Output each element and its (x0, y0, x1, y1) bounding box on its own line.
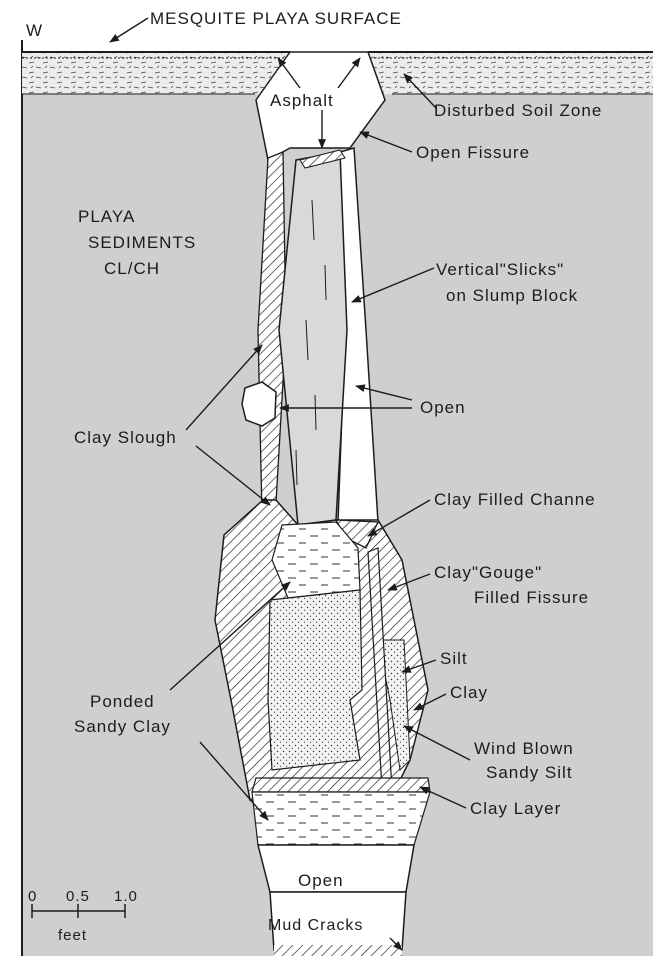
direction-label: W (26, 21, 43, 40)
label-clay-slough: Clay Slough (74, 428, 177, 447)
sediments-line3: CL/CH (104, 259, 160, 278)
surface-title: MESQUITE PLAYA SURFACE (150, 9, 402, 28)
scale-label-0: 0 (28, 888, 37, 905)
label-disturbed-soil: Disturbed Soil Zone (434, 101, 602, 120)
label-vertical-slicks-1: Vertical"Slicks" (436, 260, 564, 279)
wind-blown-sandy-silt (268, 590, 362, 770)
label-open-fissure: Open Fissure (416, 143, 530, 162)
ponded-sandy-clay-lower (252, 792, 430, 845)
label-clay-filled-channel: Clay Filled Channe (434, 490, 596, 509)
label-open: Open (420, 398, 466, 417)
sediments-line2: SEDIMENTS (88, 233, 196, 252)
open-pocket (242, 382, 276, 426)
label-wind-blown-2: Sandy Silt (486, 763, 573, 782)
label-clay-gouge-2: Filled Fissure (474, 588, 589, 607)
scale-label-05: 0.5 (66, 888, 90, 905)
label-open-bottom: Open (298, 871, 344, 890)
scale-unit: feet (58, 927, 87, 944)
label-ponded-1: Ponded (90, 692, 155, 711)
label-asphalt: Asphalt (270, 91, 334, 110)
label-vertical-slicks-2: on Slump Block (446, 286, 578, 305)
label-silt: Silt (440, 649, 468, 668)
label-clay-layer: Clay Layer (470, 799, 561, 818)
label-wind-blown-1: Wind Blown (474, 739, 574, 758)
mud-cracks-base (274, 945, 402, 956)
label-ponded-2: Sandy Clay (74, 717, 171, 736)
scale-label-10: 1.0 (114, 888, 138, 905)
label-clay: Clay (450, 683, 488, 702)
label-mud-cracks: Mud Cracks (268, 917, 363, 934)
sediments-line1: PLAYA (78, 207, 135, 226)
clay-layer (252, 778, 430, 792)
label-clay-gouge-1: Clay"Gouge" (434, 563, 542, 582)
